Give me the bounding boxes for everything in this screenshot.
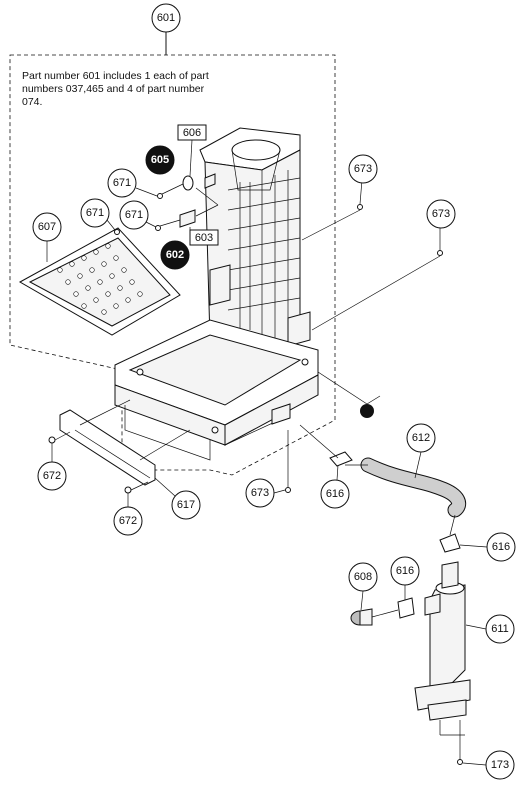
svg-text:611: 611 (491, 623, 509, 635)
svg-text:173: 173 (491, 759, 509, 771)
svg-text:673: 673 (354, 163, 372, 175)
callout-616-c: 616 (390, 556, 420, 600)
callout-673-c: 673 (245, 478, 286, 508)
assembly-601-boundary (9, 54, 336, 476)
svg-text:671: 671 (113, 177, 131, 189)
svg-text:608: 608 (354, 571, 372, 583)
callout-671-a: 671 (107, 168, 158, 198)
marker-i (317, 371, 381, 418)
callout-616-b: 616 (459, 532, 516, 562)
svg-text:671: 671 (86, 207, 104, 219)
svg-text:605: 605 (151, 154, 169, 166)
svg-text:606: 606 (183, 127, 201, 139)
svg-text:616: 616 (396, 565, 414, 577)
svg-text:673: 673 (432, 208, 450, 220)
svg-text:672: 672 (119, 515, 137, 527)
clamps-616 (299, 424, 461, 619)
base-tray (114, 319, 319, 461)
callout-173: 173 (462, 750, 515, 780)
svg-text:603: 603 (195, 232, 213, 244)
svg-text:612: 612 (412, 432, 430, 444)
float-parts (114, 139, 219, 235)
callout-671-b: 671 (80, 198, 116, 231)
callout-602: 602 (160, 240, 190, 270)
callout-611: 611 (465, 614, 515, 644)
riser-tower (199, 127, 311, 356)
svg-text:607: 607 (38, 221, 56, 233)
bracket-617 (48, 399, 191, 494)
callout-673-b: 673 (426, 199, 456, 229)
callout-603: 603 (189, 229, 219, 246)
callout-617: 617 (154, 477, 201, 520)
callout-608: 608 (348, 562, 378, 611)
grate-607 (18, 227, 181, 336)
callout-606: 606 (177, 124, 207, 141)
svg-text:672: 672 (43, 470, 61, 482)
svg-text:602: 602 (166, 249, 184, 261)
callout-671-c: 671 (119, 200, 157, 230)
callout-673-a: 673 (348, 154, 378, 184)
svg-text:617: 617 (177, 499, 195, 511)
svg-text:616: 616 (326, 488, 344, 500)
hose-612 (360, 457, 467, 518)
screws-673 (285, 179, 443, 493)
callout-607: 607 (32, 212, 62, 262)
cap-608 (350, 608, 399, 626)
svg-text:616: 616 (492, 541, 510, 553)
callout-616-a: 616 (320, 464, 350, 509)
callout-601: 601 (151, 3, 181, 33)
assembly-note: Part number 601 includes 1 each of part … (22, 70, 209, 108)
trap-611 (414, 561, 471, 765)
callout-672-b: 672 (113, 493, 143, 536)
svg-text:673: 673 (251, 487, 269, 499)
svg-text:671: 671 (125, 209, 143, 221)
svg-text:601: 601 (157, 12, 175, 24)
callout-612: 612 (406, 423, 436, 479)
callout-605: 605 (145, 145, 175, 175)
callout-672-a: 672 (37, 443, 67, 491)
